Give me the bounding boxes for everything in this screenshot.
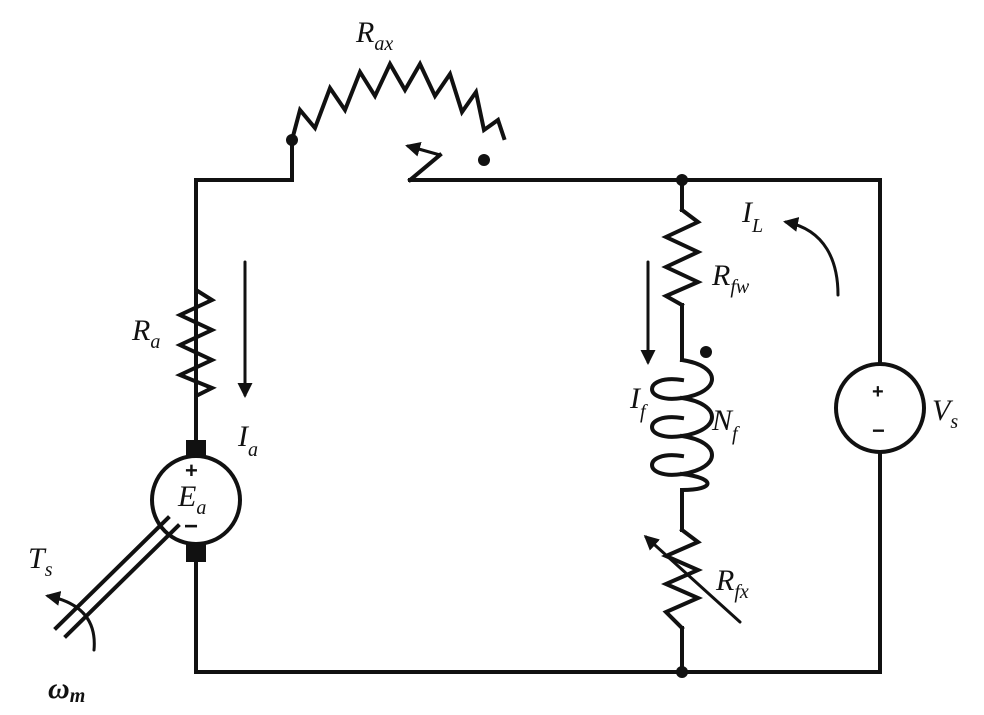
rfw-label: Rfw — [711, 259, 750, 298]
source-circle — [834, 362, 926, 454]
ea-label: Ea — [177, 480, 206, 519]
ra-resistor — [175, 278, 217, 442]
ra-label: Ra — [131, 314, 160, 353]
vs-label: Vs — [932, 394, 958, 433]
wiring — [194, 138, 882, 678]
vs-plus: + — [872, 381, 884, 403]
shaft-line-2 — [63, 523, 181, 639]
vs-minus: − — [872, 418, 885, 443]
shaft-line-1 — [53, 515, 171, 631]
nf-label: Nf — [711, 404, 740, 445]
rfx-label: Rfx — [715, 564, 749, 603]
rfx-zigzag — [661, 527, 703, 631]
lower-brush — [186, 542, 206, 562]
junction-top — [676, 174, 688, 186]
ra-zigzag — [175, 278, 217, 442]
torque-label: Ts — [28, 542, 53, 581]
il-arrow — [783, 217, 840, 297]
rotation-arrow — [45, 591, 96, 652]
if-label: If — [629, 382, 648, 423]
field-coil — [650, 357, 714, 493]
rax-left-terminal — [286, 134, 298, 146]
polarity-dot — [700, 346, 712, 358]
vs-bottom-wire — [194, 452, 882, 674]
il-label: IL — [741, 196, 763, 237]
ea-plus: + — [185, 458, 198, 483]
rax-resistor — [286, 59, 507, 183]
armature-machine — [45, 440, 242, 652]
armature-circle — [150, 454, 242, 546]
rax-zigzag — [289, 59, 507, 143]
speed-label: ωm — [48, 672, 85, 707]
rax-adjust-arrow — [405, 142, 442, 157]
rax-label: Rax — [355, 16, 393, 55]
field-winding — [650, 346, 714, 493]
rfw-resistor — [661, 207, 703, 308]
ia-label: Ia — [237, 420, 258, 461]
top-left-wire — [194, 138, 294, 442]
top-right-wire — [408, 178, 882, 364]
rax-wiper — [407, 152, 443, 183]
ea-minus: − — [184, 513, 198, 540]
junction-bottom — [676, 666, 688, 678]
rfx-resistor — [643, 527, 742, 631]
rfw-zigzag — [661, 207, 703, 308]
rfx-adjust-arrow — [643, 534, 742, 624]
upper-brush — [186, 440, 206, 458]
voltage-source — [834, 362, 926, 454]
rax-right-terminal — [478, 154, 490, 166]
